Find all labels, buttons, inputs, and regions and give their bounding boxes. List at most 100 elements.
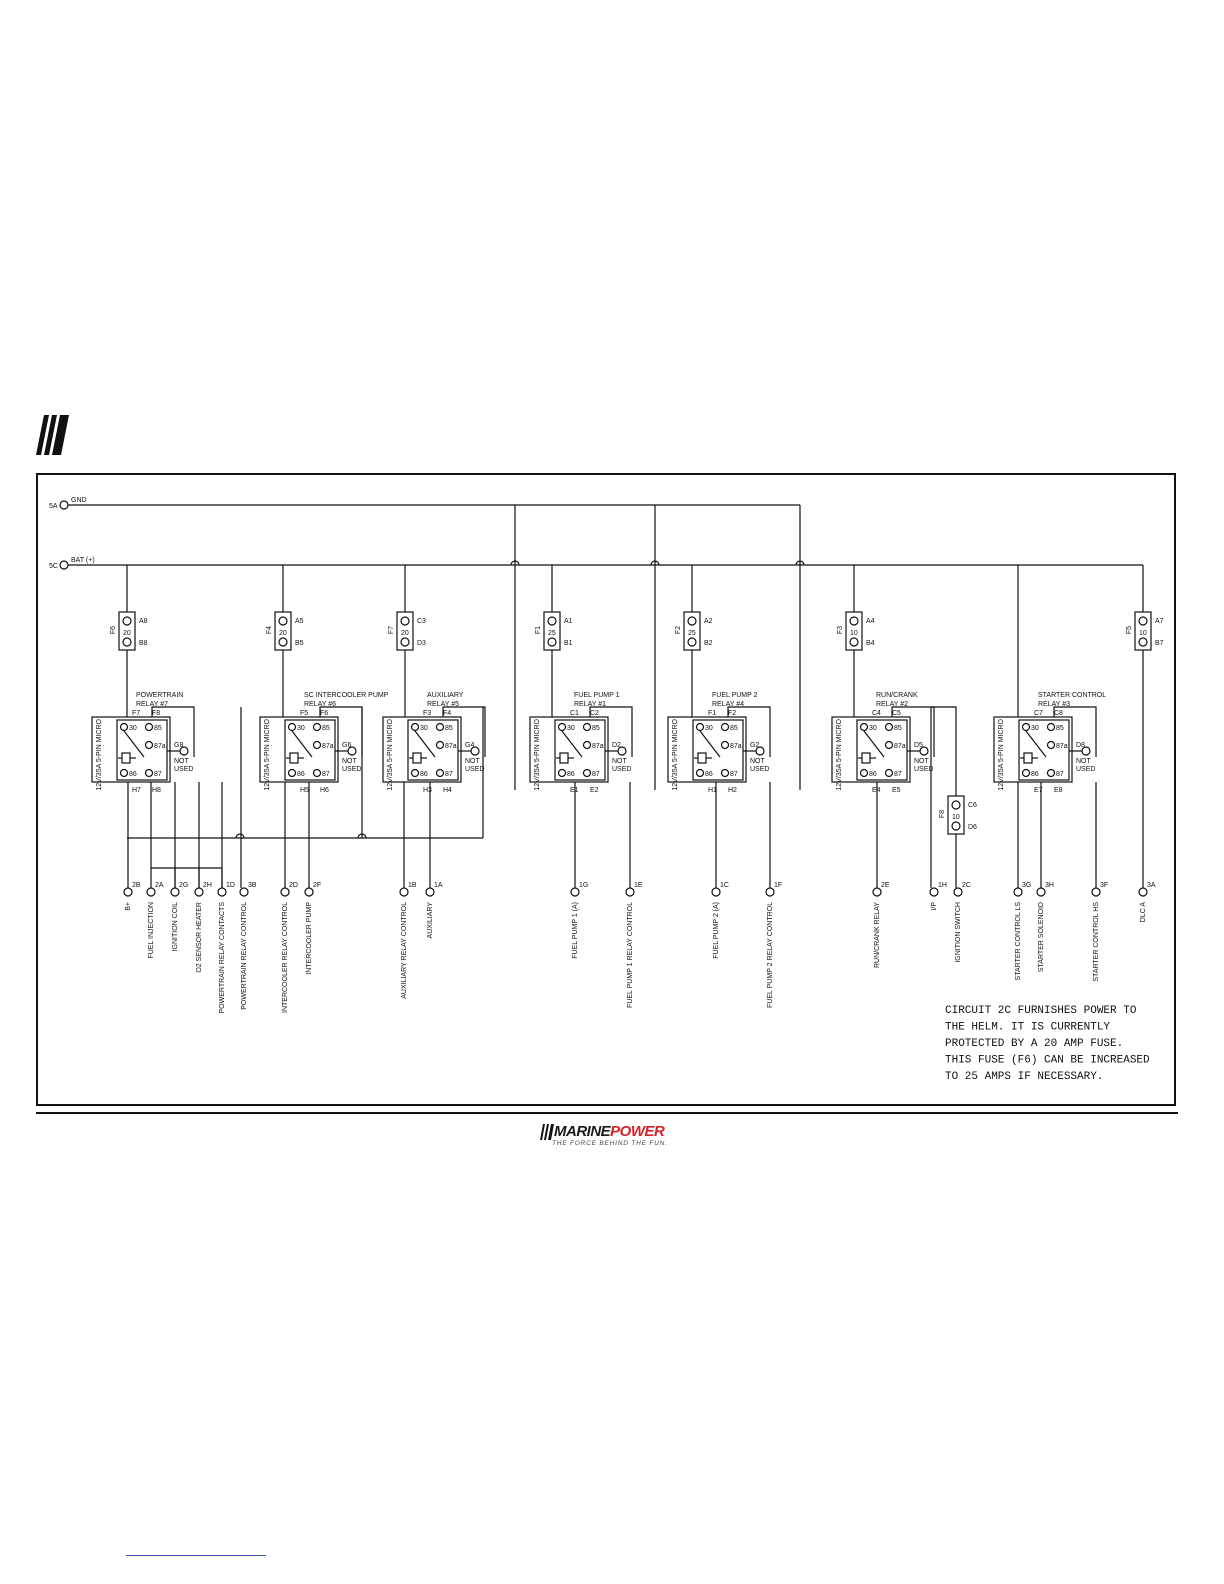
dlc-fuse-in: A7 [1155,618,1164,625]
relay-3-coil [412,752,422,764]
ignition-fuse-name: F8 [939,810,946,818]
relay-6-label-87: 87 [894,771,902,778]
relay-4-pin-top-right: C2 [590,710,599,717]
relay-6-not-used-terminal [919,746,929,756]
relay-4-term-86 [557,768,567,778]
relay-2-label-87a: 87a [322,743,334,750]
relay-6-coil [861,752,871,764]
relay-2-term-30 [287,722,297,732]
output-terminal-3f [1091,887,1101,897]
relay-4-switch-arm [561,730,583,758]
relay-2-label-85: 85 [322,725,330,732]
relay-5-pin-top-left: F1 [708,710,716,717]
relay-1-term-87 [144,768,154,778]
output-label-1e: FUEL PUMP 1 RELAY CONTROL [627,902,634,1008]
output-pin-2h: 2H [203,882,212,889]
relay-7-label-87a: 87a [1056,743,1068,750]
output-terminal-2h [194,887,204,897]
relay-5-not-used-label: NOT [750,758,766,765]
output-terminal-2f [304,887,314,897]
relay-7-pin-top-left: C7 [1034,710,1043,717]
ignition-fuse-in: C6 [968,802,977,809]
relay-4-term-87 [582,768,592,778]
relay-4-fuse-in: A1 [564,618,573,625]
relay-1-number: RELAY #7 [136,701,168,708]
output-pin-3g: 3G [1022,882,1031,889]
relay-2-fuse-pin-top [278,616,288,626]
relay-6-fuse-pin-bottom [849,637,859,647]
output-label-1f: FUEL PUMP 2 RELAY CONTROL [767,902,774,1008]
relay-6-not-used-label: NOT [914,758,930,765]
relay-4-fuse-out: B1 [564,640,573,647]
relay-4-term-87a [582,740,592,750]
relay-4-fuse-pin-top [547,616,557,626]
relay-6-label-30: 30 [869,725,877,732]
output-terminal-3g [1013,887,1023,897]
relay-7-term-87a [1046,740,1056,750]
relay-5-term-87a [720,740,730,750]
relay-3-term-86 [410,768,420,778]
output-pin-2b: 2B [132,882,141,889]
relay-2-title: SC INTERCOOLER PUMP [304,692,389,699]
footer-link-underline[interactable] [126,1555,266,1556]
relay-3-term-30 [410,722,420,732]
output-label-3f: STARTER CONTROL HS [1093,902,1100,982]
dlc-fuse-pin-bottom [1138,637,1148,647]
relay-6-pin-top-right: C5 [892,710,901,717]
relay-6-switch-arm [863,730,885,758]
output-pin-3b: 3B [248,882,257,889]
logo-wordmark: MARINEPOWER [554,1123,665,1141]
relay-6-fuse-pin-top [849,616,859,626]
relay-7-rating: 12V/35A 5-PIN MICRO [998,718,1005,790]
relay-7-number: RELAY #3 [1038,701,1070,708]
output-label-3b: POWERTRAIN RELAY CONTROL [241,902,248,1010]
relay-4-fuse-name: F1 [535,626,542,634]
relay-5-pin-bottom-left: H1 [708,787,717,794]
relay-6-term-85 [884,722,894,732]
relay-6-label-85: 85 [894,725,902,732]
relay-7-pin-bottom-right: E8 [1054,787,1063,794]
gnd-terminal-label: 5A [49,503,58,510]
relay-6-fuse-out: B4 [866,640,875,647]
relay-5-control-wire [727,706,771,757]
ignition-fuse-pin-top [951,800,961,810]
dlc-fuse-pin-top [1138,616,1148,626]
output-terminal-2c [953,887,963,897]
output-pin-1a: 1A [434,882,443,889]
relay-6-term-86 [859,768,869,778]
relay-4-not-used-terminal [617,746,627,756]
relay-4-number: RELAY #1 [574,701,606,708]
output-terminal-2b [123,887,133,897]
relay-6-term-87a [884,740,894,750]
relay-1-term-85 [144,722,154,732]
output-terminal-3b [239,887,249,897]
relay-1-label-85: 85 [154,725,162,732]
relay-3-term-87 [435,768,445,778]
relay-6-fuse-name: F3 [837,626,844,634]
output-terminal-1a [425,887,435,897]
relay-3-pin-bottom-left: H3 [423,787,432,794]
relay-3-term-87a [435,740,445,750]
relay-2-term-87a [312,740,322,750]
relay-2-not-used-pin: G6 [342,742,351,749]
relay-6-fuse-in: A4 [866,618,875,625]
output-pin-1f: 1F [774,882,782,889]
relay-3-rating: 12V/35A 5-PIN MICRO [387,718,394,790]
relay-1-control-wire [151,706,195,757]
output-pin-1h: 1H [938,882,947,889]
output-label-1g: FUEL PUMP 1 (A) [572,902,579,959]
relay-1-not-used-pin: G8 [174,742,183,749]
output-pin-2d: 2D [289,882,298,889]
relay-1-not-used-label2: USED [174,766,193,773]
marinepower-logo: MARINEPOWER THE FORCE BEHIND THE FUN. [540,1123,680,1150]
relay-3-not-used-label: NOT [465,758,481,765]
relay-1-fuse-in: A8 [139,618,148,625]
wire-crossover [650,560,660,566]
relay-4-not-used-label: NOT [612,758,628,765]
output-terminal-2e [872,887,882,897]
output-label-3h: STARTER SOLENOID [1038,902,1045,972]
relay-6-number: RELAY #2 [876,701,908,708]
relay-5-rating: 12V/35A 5-PIN MICRO [672,718,679,790]
relay-1-term-30 [119,722,129,732]
